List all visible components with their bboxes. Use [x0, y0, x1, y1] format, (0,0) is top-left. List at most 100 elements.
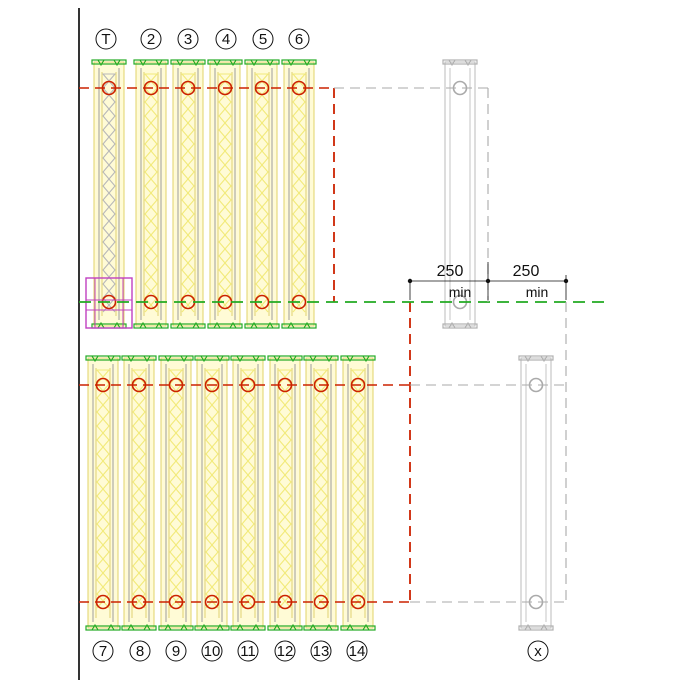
- bottom-panel-8-end-tab: [127, 355, 151, 363]
- bottom-panel-9-end-tab: [164, 623, 188, 631]
- top-panel-2-end-cap: [133, 59, 169, 65]
- bottom-panel-14-end-tab: [346, 623, 370, 631]
- top-panel-6-end-cap: [281, 59, 317, 65]
- bottom-panel-10-hole: [204, 594, 220, 610]
- bottom-panel-7-end-cap: [85, 625, 121, 631]
- ghost-panel-x-end-cap: [518, 625, 554, 631]
- bottom-panel-12-end-cap: [267, 625, 303, 631]
- top-panel-4: [207, 59, 243, 329]
- ghost-panel-top-end-cap: [442, 59, 478, 65]
- bottom-panel-11-end-cap: [230, 625, 266, 631]
- panel-label-10: 10: [204, 643, 221, 660]
- bottom-panel-8: [121, 355, 157, 631]
- bottom-panel-10-insulation: [204, 369, 220, 609]
- panel-label-12: 12: [277, 643, 294, 660]
- top-panel-4-end-cap: [207, 59, 243, 65]
- panel-label-4-ring: [215, 28, 237, 50]
- panel-label-5: 5: [259, 31, 267, 48]
- bottom-panel-9-end-cap: [158, 625, 194, 631]
- top-panel-3-insulation: [180, 73, 196, 313]
- ghost-panel-x-end-tab: [524, 355, 548, 363]
- bottom-panel-11-end-cap: [230, 355, 266, 361]
- top-panel-3-end-tab: [176, 59, 200, 67]
- bottom-panel-12-end-tab: [273, 355, 297, 363]
- panel-label-6-ring: [288, 28, 310, 50]
- panel-label-10-ring: [201, 640, 223, 662]
- top-panel-6-end-tab: [287, 321, 311, 329]
- panel-label-11-ring: [237, 640, 259, 662]
- top-panel-5-end-tab: [250, 59, 274, 67]
- top-panel-5-end-cap: [244, 323, 280, 329]
- panel-label-2: 2: [147, 31, 155, 48]
- top-panel-2-end-cap: [133, 323, 169, 329]
- panel-label-T: T: [101, 31, 110, 48]
- bottom-panel-13-end-tab: [309, 355, 333, 363]
- top-panel-6-end-tab: [287, 59, 311, 67]
- bottom-panel-10-end-tab: [200, 355, 224, 363]
- bottom-panel-13: [303, 355, 339, 631]
- dimension-unit: min: [526, 284, 549, 300]
- top-panel-3-end-cap: [170, 59, 206, 65]
- bottom-panel-12-end-cap: [267, 355, 303, 361]
- top-panel-4-end-tab: [213, 321, 237, 329]
- bottom-panel-13-insulation: [313, 369, 329, 609]
- ghost-panel-top-end-tab: [448, 321, 472, 329]
- bottom-panel-9-end-tab: [164, 355, 188, 363]
- bottom-panel-12-insulation: [277, 369, 293, 609]
- bottom-panel-7-end-cap: [85, 355, 121, 361]
- ghost-panel-x: [518, 355, 554, 631]
- bottom-panel-9: [158, 355, 194, 631]
- dimension-unit: min: [449, 284, 472, 300]
- panel-label-8: 8: [136, 643, 144, 660]
- top-panel-5-insulation: [254, 73, 270, 313]
- top-panel-6-insulation: [291, 73, 307, 313]
- top-panel-4-end-cap: [207, 323, 243, 329]
- ghost-panel-top: [442, 59, 478, 329]
- bottom-panel-11: [230, 355, 266, 631]
- top-panel-3-end-tab: [176, 321, 200, 329]
- bottom-panel-10-hole: [204, 377, 220, 393]
- panel-label-4: 4: [222, 31, 230, 48]
- bottom-panel-14-end-cap: [340, 625, 376, 631]
- panel-label-11: 11: [240, 643, 256, 660]
- panel-label-x-ring: [527, 640, 549, 662]
- panel-label-7-ring: [92, 640, 114, 662]
- bottom-panel-9-insulation: [168, 369, 184, 609]
- bottom-panel-8-insulation: [131, 369, 147, 609]
- bottom-panel-7: [85, 355, 121, 631]
- top-panel-5-end-cap: [244, 59, 280, 65]
- panel-label-2-ring: [140, 28, 162, 50]
- dim-tick: [563, 278, 569, 284]
- bottom-panel-11-end-tab: [236, 623, 260, 631]
- panel-label-9: 9: [172, 643, 180, 660]
- panel-label-12-ring: [274, 640, 296, 662]
- panel-label-13-ring: [310, 640, 332, 662]
- top-panel-T: [91, 59, 127, 329]
- bottom-panel-8-end-tab: [127, 623, 151, 631]
- bottom-panel-10: [194, 355, 230, 631]
- top-panel-3-end-cap: [170, 323, 206, 329]
- ghost-panel-top-end-cap: [442, 323, 478, 329]
- bottom-panel-13-end-cap: [303, 355, 339, 361]
- bottom-panel-7-insulation: [95, 369, 111, 609]
- bottom-panel-7-end-tab: [91, 623, 115, 631]
- bottom-panel-11-insulation: [240, 369, 256, 609]
- panel-label-x: x: [534, 643, 542, 660]
- ghost-panel-x-end-cap: [518, 355, 554, 361]
- panel-label-3-ring: [177, 28, 199, 50]
- bottom-panel-8-end-cap: [121, 625, 157, 631]
- bottom-panel-10-end-cap: [194, 355, 230, 361]
- bottom-panel-8-end-cap: [121, 355, 157, 361]
- bottom-panel-13-end-cap: [303, 625, 339, 631]
- panel-label-13: 13: [313, 643, 330, 660]
- bottom-panel-10-end-tab: [200, 623, 224, 631]
- bottom-panel-14-insulation: [350, 369, 366, 609]
- bottom-panel-11-end-tab: [236, 355, 260, 363]
- panel-label-8-ring: [129, 640, 151, 662]
- panel-label-6: 6: [295, 31, 303, 48]
- top-panel-3: [170, 59, 206, 329]
- panel-label-7: 7: [99, 643, 107, 660]
- dimension-value: 250: [437, 263, 464, 280]
- top-panel-5-end-tab: [250, 321, 274, 329]
